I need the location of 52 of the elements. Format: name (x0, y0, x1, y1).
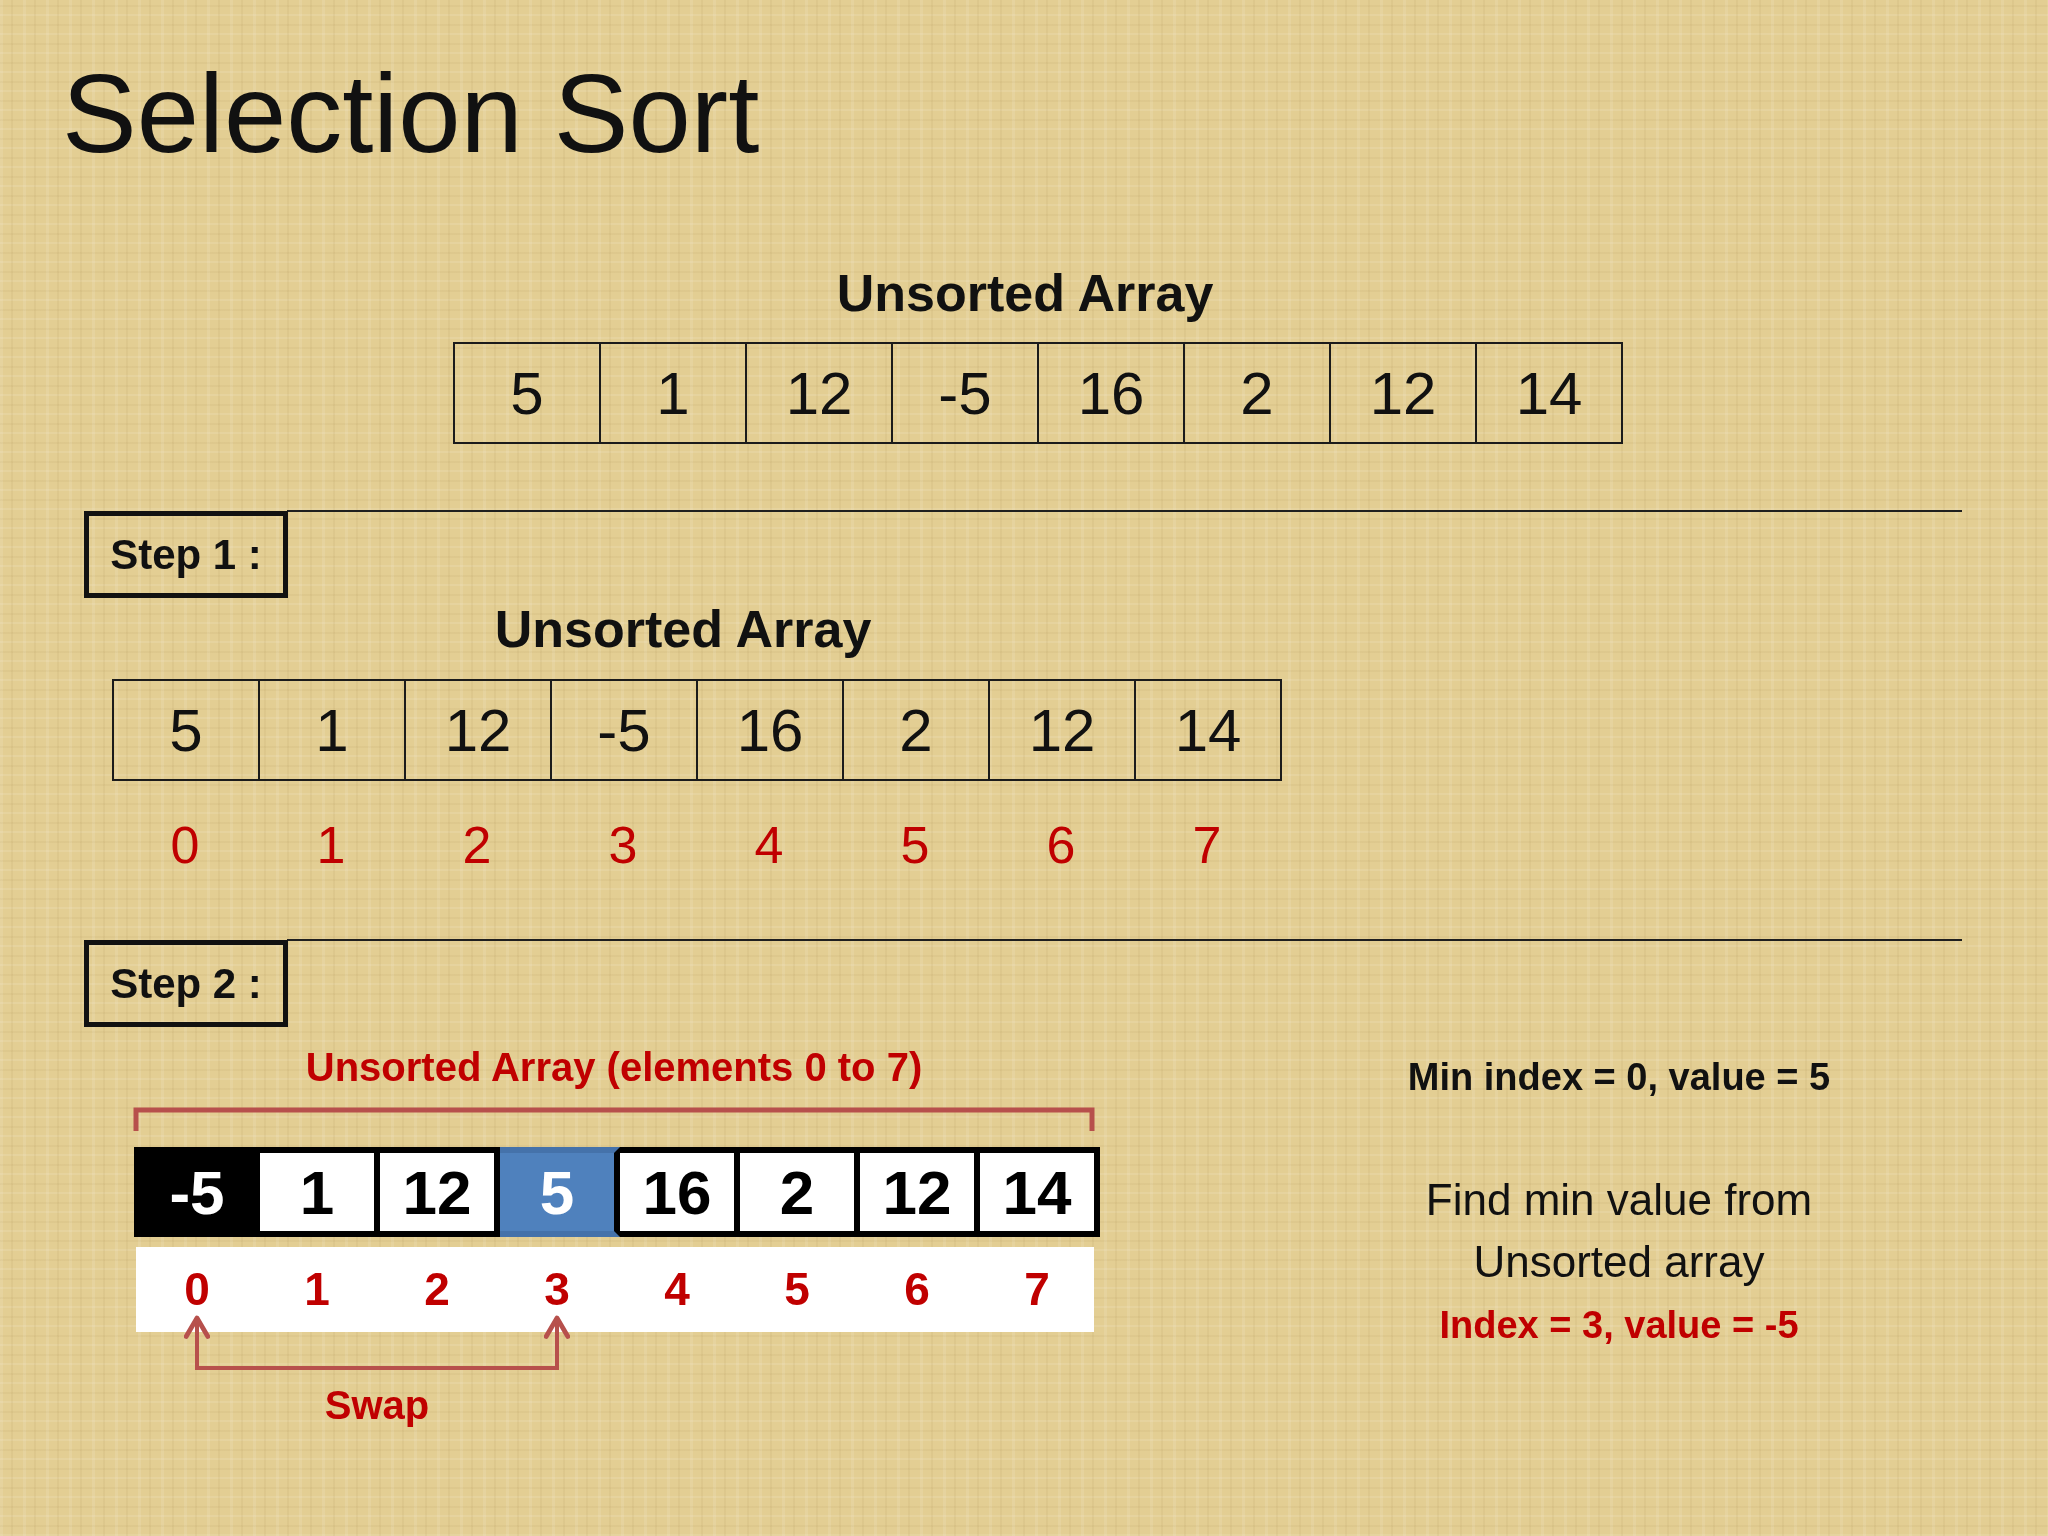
array-heading: Unsorted Array (494, 600, 872, 660)
array-cell: 14 (1477, 342, 1623, 444)
index-number: 5 (900, 816, 930, 876)
array-cell: 1 (260, 679, 406, 781)
index-number: 3 (608, 816, 638, 876)
array-cell: 1 (260, 1147, 380, 1237)
array-cell: 2 (740, 1147, 860, 1237)
array-cell: 12 (380, 1147, 500, 1237)
array-cell: 5 (500, 1147, 620, 1237)
array-cell: 16 (698, 679, 844, 781)
index-number: 0 (184, 1266, 210, 1312)
step-tag: Step 2 : (84, 940, 288, 1027)
array-cell: 12 (747, 342, 893, 444)
array-cell: 2 (1185, 342, 1331, 444)
index-number: 6 (1046, 816, 1076, 876)
array-cell: 14 (1136, 679, 1282, 781)
index-number: 4 (754, 816, 784, 876)
index-strip (136, 1247, 1094, 1332)
note-text: Min index = 0, value = 5 (1407, 1056, 1831, 1100)
index-number: 2 (462, 816, 492, 876)
index-number: 4 (664, 1266, 690, 1312)
index-number: 3 (544, 1266, 570, 1312)
index-number: 6 (904, 1266, 930, 1312)
index-number: 0 (170, 816, 200, 876)
index-number: 5 (784, 1266, 810, 1312)
index-number: 7 (1024, 1266, 1050, 1312)
array-cell: 12 (860, 1147, 980, 1237)
array-cell: 1 (601, 342, 747, 444)
array-cell: 12 (406, 679, 552, 781)
note-text: Index = 3, value = -5 (1439, 1304, 1799, 1348)
array-cell: 5 (112, 679, 260, 781)
array-cell: -5 (552, 679, 698, 781)
array-cell: 5 (453, 342, 601, 444)
array-cell: 12 (1331, 342, 1477, 444)
array-cell: 16 (620, 1147, 740, 1237)
index-number: 1 (304, 1266, 330, 1312)
array-cell: 12 (990, 679, 1136, 781)
bracket-label: Unsorted Array (elements 0 to 7) (305, 1044, 923, 1090)
index-number: 2 (424, 1266, 450, 1312)
double-arrow (183, 1315, 571, 1370)
array-cell: 2 (844, 679, 990, 781)
slide-title: Selection Sort (62, 50, 760, 178)
index-number: 1 (316, 816, 346, 876)
array-cell: 16 (1039, 342, 1185, 444)
step-tag: Step 1 : (84, 511, 288, 598)
index-number: 7 (1192, 816, 1222, 876)
array-heading: Unsorted Array (836, 264, 1214, 324)
array-cell: 14 (980, 1147, 1100, 1237)
array-cell: -5 (893, 342, 1039, 444)
edge-label: Swap (324, 1382, 430, 1428)
array-cell: -5 (134, 1147, 260, 1237)
note-text: Find min value from Unsorted array (1424, 1174, 1814, 1288)
